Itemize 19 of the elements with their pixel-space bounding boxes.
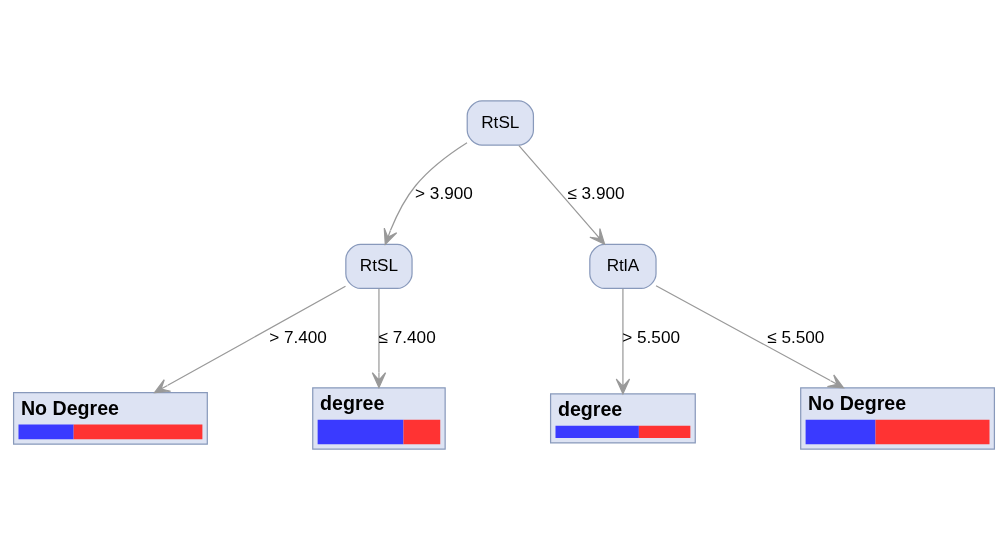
node-box: RtlA [589, 243, 657, 290]
arrow [154, 285, 347, 394]
node-box: degree [549, 393, 696, 444]
arrow [371, 288, 387, 389]
node-box: degree [312, 387, 446, 450]
edge-label: > 5.500 [622, 326, 680, 347]
arrow [615, 288, 631, 395]
edge-label: ≤ 7.400 [378, 326, 436, 347]
node-box: RtSL [466, 100, 535, 146]
arrow [655, 285, 845, 389]
node-box: No Degree [12, 392, 208, 445]
arrow [518, 145, 606, 245]
node-box: RtSL [345, 243, 413, 290]
edge-label: > 7.400 [269, 326, 327, 347]
edge-label: ≤ 3.900 [567, 183, 625, 204]
edge-label: ≤ 5.500 [767, 326, 825, 347]
arrow [383, 142, 468, 245]
edge-label: > 3.900 [415, 183, 473, 204]
node-box: No Degree [800, 387, 996, 450]
